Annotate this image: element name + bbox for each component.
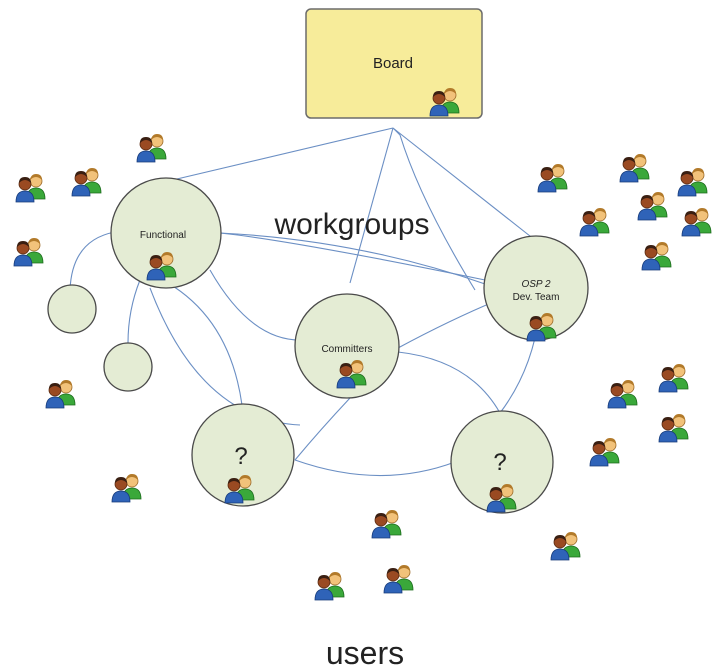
link bbox=[349, 127, 394, 284]
link bbox=[397, 299, 499, 349]
unknown-left-node bbox=[191, 403, 295, 507]
users-pair-icon bbox=[658, 413, 689, 443]
link bbox=[167, 282, 243, 406]
unknown-right-label: ? bbox=[493, 449, 506, 476]
users-pair-icon bbox=[383, 564, 414, 594]
small-workgroup-node bbox=[103, 342, 153, 392]
users-pair-icon bbox=[45, 379, 76, 409]
users-pair-icon bbox=[579, 207, 610, 237]
committers-node bbox=[294, 293, 400, 399]
link-group bbox=[69, 127, 536, 477]
users-pair-icon bbox=[641, 241, 672, 271]
users-pair-icon bbox=[550, 531, 581, 561]
link bbox=[159, 127, 394, 184]
osp-team-label-line2: Dev. Team bbox=[513, 292, 560, 303]
functional-label: Functional bbox=[140, 230, 186, 241]
users-pair-icon bbox=[607, 379, 638, 409]
users-pair-icon bbox=[637, 191, 668, 221]
users-pair-icon bbox=[619, 153, 650, 183]
users-pair-icon bbox=[371, 509, 402, 539]
users-pair-icon bbox=[537, 163, 568, 193]
link bbox=[209, 269, 301, 341]
users-pair-icon bbox=[13, 237, 44, 267]
link bbox=[392, 127, 476, 291]
workgroups-label: workgroups bbox=[273, 208, 429, 241]
board-box bbox=[305, 8, 483, 119]
link bbox=[294, 459, 456, 477]
users-pair-icon bbox=[15, 173, 46, 203]
unknown-left-label: ? bbox=[234, 443, 247, 470]
users-pair-icon bbox=[71, 167, 102, 197]
link bbox=[69, 231, 116, 291]
users-pair-icon bbox=[136, 133, 167, 163]
users-pair-icon bbox=[589, 437, 620, 467]
users-pair-icon bbox=[681, 207, 712, 237]
users-pair-icon bbox=[314, 571, 345, 601]
functional-node bbox=[110, 177, 222, 289]
link bbox=[397, 351, 501, 414]
link bbox=[392, 127, 536, 241]
link bbox=[294, 397, 351, 461]
users-pair-icon bbox=[111, 473, 142, 503]
users-pair-icon bbox=[658, 363, 689, 393]
link bbox=[219, 232, 486, 281]
board-label: Board bbox=[373, 55, 413, 72]
link bbox=[499, 337, 536, 414]
users-label: users bbox=[326, 635, 404, 667]
osp-team-label-line1: OSP 2 bbox=[521, 279, 551, 290]
users-pair-icon bbox=[677, 167, 708, 197]
committers-label: Committers bbox=[321, 344, 372, 355]
small-workgroup-node bbox=[47, 284, 97, 334]
link bbox=[149, 287, 301, 426]
unknown-right-node bbox=[450, 410, 554, 514]
link bbox=[127, 279, 141, 344]
